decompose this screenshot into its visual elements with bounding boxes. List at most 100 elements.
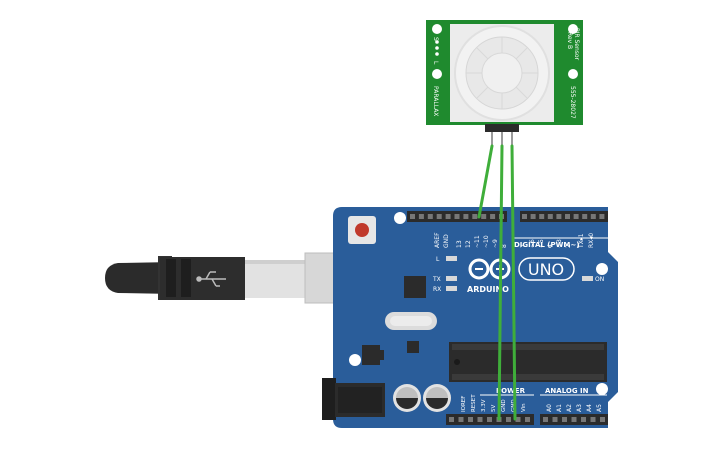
capacitor xyxy=(423,384,451,412)
digital-pin-label: TX▸1 xyxy=(578,233,585,249)
pin-hole xyxy=(552,417,558,422)
reset-button[interactable] xyxy=(348,216,376,244)
digital-pin-label: 7 xyxy=(520,244,527,248)
digital-pin-label: 2 xyxy=(565,244,572,248)
sensor-corner-holes xyxy=(432,24,578,79)
digital-pin-label: 8 xyxy=(501,244,508,248)
svg-text:TX: TX xyxy=(432,276,441,283)
pin-hole xyxy=(590,214,596,219)
pin-hole xyxy=(463,214,469,219)
digital-pin-label: ~11 xyxy=(474,235,481,248)
mounting-hole xyxy=(394,212,406,224)
sensor-letter-l: L xyxy=(432,61,439,65)
aref-label: AREF xyxy=(434,232,441,248)
svg-text:RX: RX xyxy=(433,286,441,293)
svg-text:ON: ON xyxy=(595,276,604,283)
digital-pin-label: 13 xyxy=(456,240,463,248)
digital-pin-label: 12 xyxy=(465,240,472,248)
analog-pin-label: A2 xyxy=(566,404,573,412)
sensor-pin-dots xyxy=(435,40,439,56)
pin-hole xyxy=(556,214,562,219)
pin-hole xyxy=(600,417,605,422)
wire-gnd-to-gnd[interactable] xyxy=(510,144,517,421)
pin-hole xyxy=(547,214,553,219)
uno-label: UNO xyxy=(528,260,564,279)
pin-hole xyxy=(525,417,530,422)
led-tx: TX xyxy=(432,276,457,283)
pin-hole xyxy=(427,214,433,219)
digital-pin-label: 4 xyxy=(547,244,554,248)
digital-pin-label: ~3 xyxy=(556,239,563,248)
sensor-part-number: 555-28027 xyxy=(569,86,576,119)
sensor-connector xyxy=(485,124,519,132)
power-pin-label: 3.3V xyxy=(481,399,487,412)
bottom-pin-holes xyxy=(449,417,605,422)
power-pin-label: RESET xyxy=(471,394,477,412)
usb-chip xyxy=(404,276,426,298)
pin-hole xyxy=(565,214,570,219)
sensor-pin-s-label: S xyxy=(432,37,439,41)
wires[interactable] xyxy=(477,144,517,421)
power-label: POWER xyxy=(496,387,526,395)
digital-pin-label: ~5 xyxy=(538,239,545,248)
power-pin-label: 5V xyxy=(491,405,497,412)
pin-hole xyxy=(573,214,579,219)
capacitor xyxy=(393,384,421,412)
usb-symbol-icon xyxy=(196,271,226,287)
pin-hole xyxy=(515,417,521,422)
pin-hole xyxy=(599,214,605,219)
gnd-label: GND xyxy=(443,234,450,248)
pin-hole xyxy=(410,214,415,219)
pin-hole xyxy=(477,417,483,422)
digital-pwm-label: DIGITAL (PWM~) xyxy=(514,241,579,249)
pin-hole xyxy=(418,214,424,219)
digital-pin-label: RX◂0 xyxy=(588,233,595,248)
power-pin-label: GND xyxy=(501,399,507,412)
digital-pin-holes xyxy=(410,214,605,219)
digital-pin-label: ~10 xyxy=(483,235,490,248)
small-chip xyxy=(407,341,419,353)
led-on: ON xyxy=(582,276,604,283)
pin-hole xyxy=(543,417,548,422)
power-pin-label: Vin xyxy=(521,403,527,412)
mounting-hole xyxy=(349,354,361,366)
led-l: L xyxy=(436,256,457,263)
pin-hole xyxy=(530,214,536,219)
pin-hole xyxy=(582,214,588,219)
sensor-brand-label: PARALLAX xyxy=(432,86,439,116)
pin-hole xyxy=(506,417,511,422)
digital-pin-label: ~9 xyxy=(492,239,499,248)
pin-hole xyxy=(490,214,496,219)
pin-hole xyxy=(581,417,586,422)
analog-in-label: ANALOG IN xyxy=(545,387,589,395)
pin-hole xyxy=(454,214,460,219)
analog-pin-label: A3 xyxy=(576,404,583,412)
pin-hole xyxy=(571,417,577,422)
mounting-hole xyxy=(596,263,608,275)
led-rx: RX xyxy=(433,286,457,293)
power-jack[interactable] xyxy=(322,378,385,420)
pin-hole xyxy=(487,417,492,422)
atmega-chip xyxy=(449,342,607,382)
sensor-title: PIR Sensor xyxy=(573,28,580,61)
pin-hole xyxy=(472,214,478,219)
digital-pin-label: ~6 xyxy=(529,239,536,248)
pin-hole xyxy=(590,417,596,422)
wire-vcc-to-5v[interactable] xyxy=(497,144,504,421)
pin-hole xyxy=(449,417,454,422)
pin-hole xyxy=(562,417,567,422)
analog-pin-label: A5 xyxy=(596,404,603,412)
wire-signal-to-pin-11[interactable] xyxy=(477,144,494,219)
voltage-regulator xyxy=(362,345,380,365)
sensor-revision: Rev B xyxy=(566,32,573,49)
pin-hole xyxy=(522,214,527,219)
pir-sensor[interactable]: S L PARALLAX PIR Sensor Rev B 555-28027 xyxy=(426,20,583,146)
analog-pin-label: A4 xyxy=(586,404,593,412)
pin-hole xyxy=(445,214,451,219)
pin-hole xyxy=(481,214,487,219)
analog-pin-label: A0 xyxy=(546,404,553,412)
pin-hole xyxy=(468,417,473,422)
